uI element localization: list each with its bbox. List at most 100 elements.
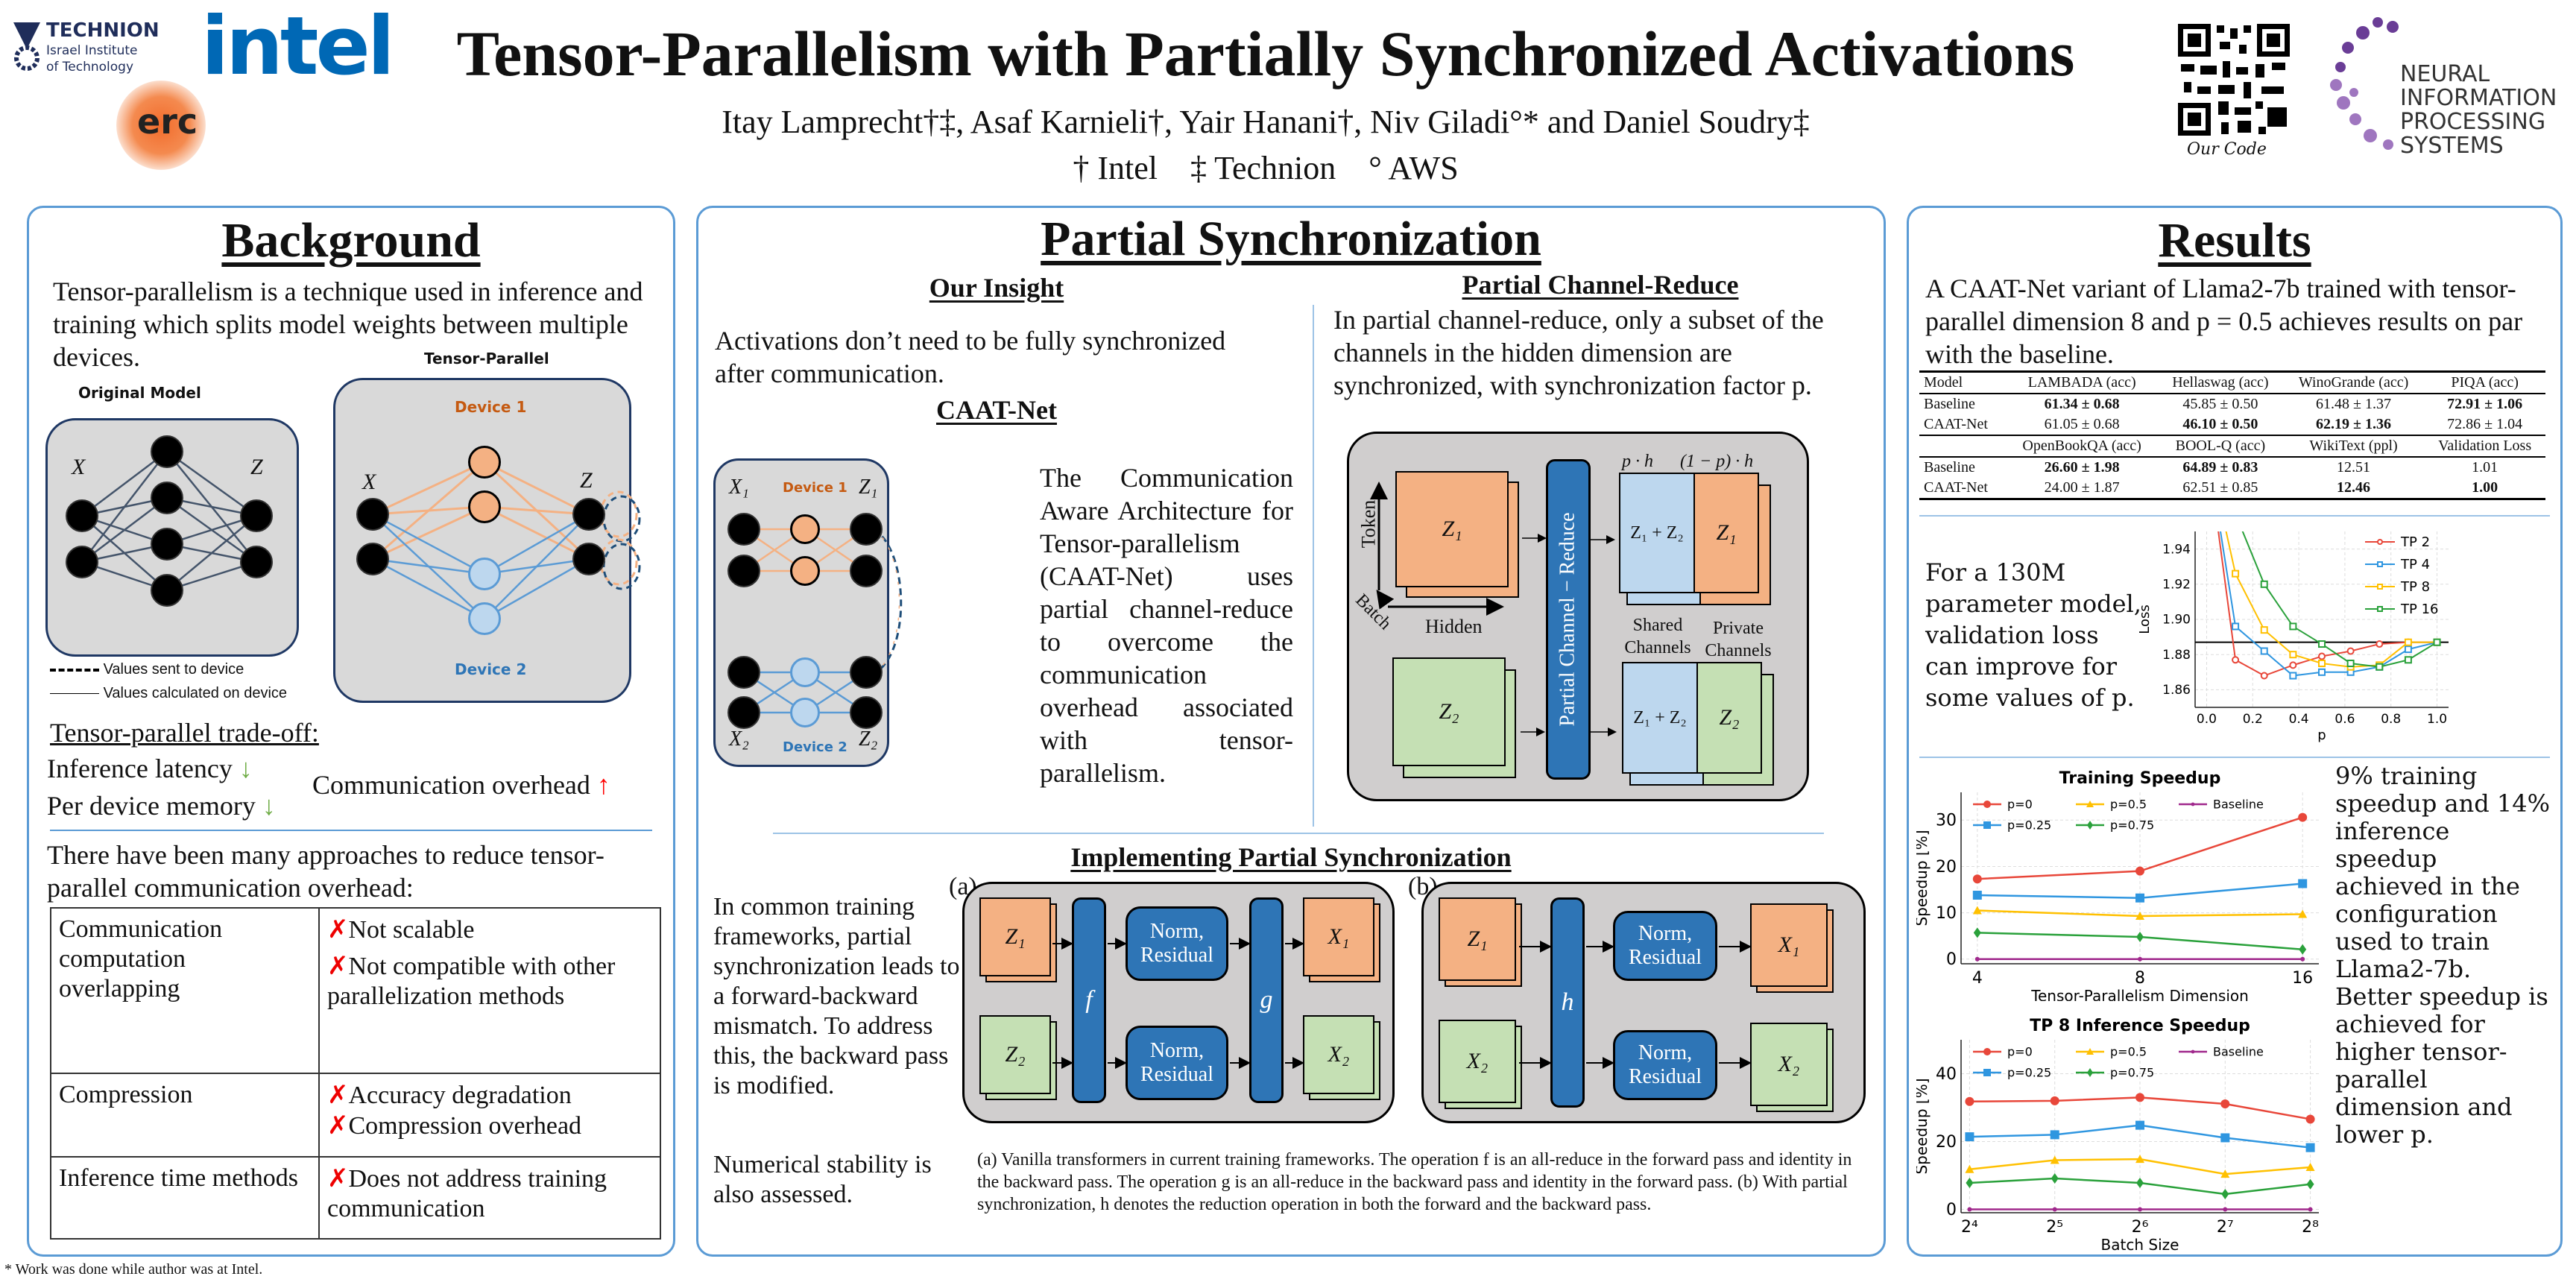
data-point <box>1983 1048 1991 1055</box>
data-point <box>2260 580 2268 588</box>
z1-tensor: Z₁ <box>979 897 1051 976</box>
token-axis-label: Token <box>1357 499 1380 549</box>
background-title: Background <box>221 213 481 268</box>
data-point <box>2220 1169 2230 1178</box>
output-node <box>240 546 273 578</box>
data-point <box>2260 647 2268 655</box>
cross-icon: ✗ <box>327 951 349 981</box>
data-point <box>2191 802 2195 806</box>
legend-label: p=0.75 <box>2110 818 2154 832</box>
results-title: Results <box>2158 213 2311 268</box>
data-point <box>1965 1164 1974 1173</box>
y-tick-label: 1.94 <box>2162 542 2191 557</box>
pcr-text: In partial channel-reduce, only a subset… <box>1333 305 1824 400</box>
table-cell: 1.01 <box>2472 459 2498 476</box>
x-tick-label: 2⁸ <box>2302 1218 2319 1237</box>
data-point <box>2135 1093 2144 1102</box>
data-point <box>2223 1207 2228 1212</box>
data-point <box>2375 640 2384 648</box>
norm-residual-block: Norm, Residual <box>1613 911 1717 981</box>
data-point <box>2375 663 2384 671</box>
legend-label: p=0.75 <box>2110 1065 2154 1079</box>
input-node <box>727 555 760 587</box>
z-label: Z <box>580 468 593 493</box>
partial-sync-panel: Partial Synchronization Our Insight Acti… <box>696 206 1886 1257</box>
data-point <box>2135 911 2144 920</box>
device2-node <box>790 657 820 687</box>
data-point <box>2087 821 2093 830</box>
table-cell: 61.05 ± 0.68 <box>2044 416 2120 432</box>
legend-label: p=0.25 <box>2007 1065 2051 1079</box>
x-tick-label: 2⁷ <box>2217 1218 2234 1237</box>
caat-text: The Communication Aware Architecture for… <box>1040 463 1293 788</box>
device2-label: Device 2 <box>783 739 847 755</box>
tradeoff-item: Inference latency ↓ <box>47 752 253 785</box>
cons-cell: ✗Accuracy degradation✗Compression overhe… <box>318 1073 661 1158</box>
output-node <box>572 498 605 531</box>
data-point <box>1973 927 1981 938</box>
background-intro: Tensor-parallelism is a technique used i… <box>53 277 643 372</box>
legend-label: TP 4 <box>2400 557 2430 572</box>
device1-node <box>468 446 501 479</box>
table-cell: 24.00 ± 1.87 <box>2044 479 2120 496</box>
tradeoff-label: Per device memory <box>47 791 256 821</box>
input-node <box>727 696 760 729</box>
solid-line-icon <box>50 693 99 695</box>
data-point <box>2305 1114 2315 1124</box>
y-tick-label: 20 <box>1936 1133 1957 1152</box>
data-point <box>1966 1177 1974 1188</box>
cross-icon: ✗ <box>327 1111 349 1140</box>
y-tick-label: 1.92 <box>2162 577 2191 592</box>
output-node <box>850 555 883 587</box>
x-axis-label: Batch Size <box>2101 1236 2179 1254</box>
shared-channels-1: Z₁ + Z₂ <box>1619 473 1695 593</box>
results-panel: Results A CAAT-Net variant of Llama2-7b … <box>1907 206 2563 1257</box>
x-tick-label: 8 <box>2135 969 2145 988</box>
output-node <box>850 513 883 546</box>
legend-dashed-label: Values sent to device <box>103 661 244 678</box>
data-point <box>2289 672 2297 680</box>
neurips-line: SYSTEMS <box>2400 133 2504 159</box>
g-operation-bar: g <box>1249 897 1284 1103</box>
table-header: WinoGrande (acc) <box>2298 374 2409 391</box>
data-point <box>2220 1133 2230 1143</box>
arrow-down-icon: ↓ <box>239 754 253 783</box>
table-cell: 62.19 ± 1.36 <box>2316 416 2392 432</box>
arrow-up-icon: ↑ <box>596 770 610 800</box>
x2-input-tensor: X₂ <box>1439 1020 1516 1103</box>
x-axis-label: Tensor-Parallelism Dimension <box>2030 987 2249 1001</box>
hidden-node <box>151 574 183 607</box>
dashed-line-icon <box>50 668 99 672</box>
data-point <box>2305 1143 2315 1152</box>
qr-code[interactable] <box>2178 24 2290 136</box>
cross-icon: ✗ <box>327 1164 349 1193</box>
neurips-logo: NEURAL INFORMATION PROCESSING SYSTEMS <box>2326 10 2572 160</box>
chart-title: Training Speedup <box>2059 769 2221 788</box>
tradeoff-label: Communication overhead <box>312 770 590 800</box>
legend-label: Baseline <box>2213 797 2264 811</box>
tradeoff-item: Per device memory ↓ <box>47 789 276 822</box>
table-row: Communication computation overlapping ✗N… <box>50 907 661 1074</box>
data-point <box>2221 1188 2229 1199</box>
input-node <box>66 546 98 578</box>
legend-label: TP 8 <box>2400 579 2430 595</box>
table-cell: 12.46 <box>2337 479 2371 496</box>
private-channels-2: Z₂ <box>1696 662 1762 774</box>
data-point <box>2306 1178 2314 1190</box>
ph-label: p · h <box>1622 452 1653 471</box>
data-point <box>2135 1155 2144 1164</box>
method-cell: Inference time methods <box>50 1156 320 1240</box>
method-cell: Compression <box>50 1073 320 1158</box>
series-group <box>2217 531 2441 680</box>
device1-node <box>790 556 820 586</box>
cross-icon: ✗ <box>327 915 349 944</box>
intel-logo: intel <box>201 0 395 93</box>
table-cell: 61.34 ± 0.68 <box>2044 396 2120 412</box>
data-point <box>2289 661 2297 669</box>
data-point <box>2377 584 2383 590</box>
data-point <box>2232 569 2240 578</box>
x-tick-label: 1.0 <box>2427 712 2447 727</box>
con-text: Not scalable <box>348 916 475 944</box>
original-model-label: Original Model <box>78 384 201 402</box>
